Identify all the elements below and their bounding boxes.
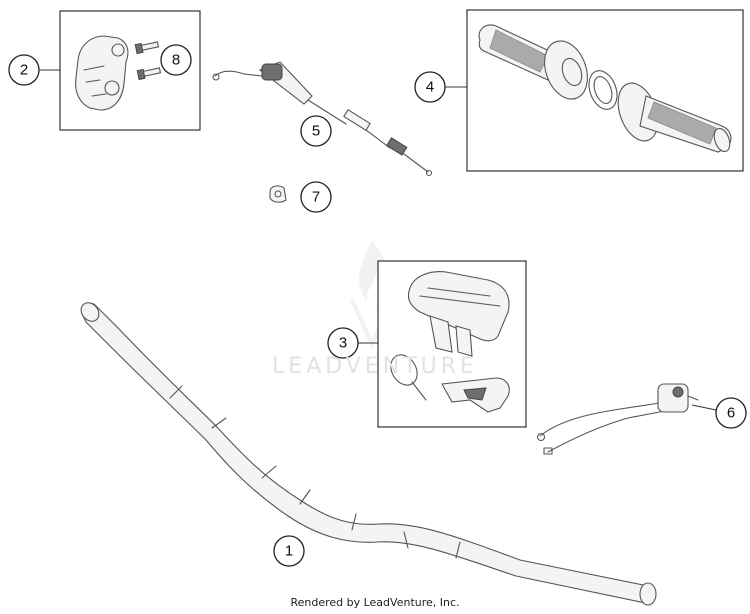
rendered-by-credit: Rendered by LeadVenture, Inc. bbox=[290, 596, 460, 609]
grip-right-part[interactable] bbox=[611, 78, 733, 154]
grip-ring-part[interactable] bbox=[584, 67, 622, 113]
callout-5-label: 5 bbox=[312, 123, 320, 140]
callout-6-label: 6 bbox=[727, 405, 735, 422]
callout-8-label: 8 bbox=[172, 52, 180, 69]
bolt-pair-part[interactable] bbox=[134, 41, 162, 81]
cable-clip-part[interactable] bbox=[269, 185, 287, 203]
handlebar-cover-part[interactable] bbox=[407, 271, 510, 357]
throttle-cable-part[interactable] bbox=[212, 61, 433, 177]
callout-4-label: 4 bbox=[426, 79, 434, 96]
cable-tie-part[interactable] bbox=[386, 350, 427, 401]
callout-7[interactable]: 7 bbox=[300, 181, 332, 213]
watermark-text: LEADVENTURE bbox=[272, 354, 478, 379]
grip-left-part[interactable] bbox=[478, 24, 595, 105]
callout-3[interactable]: 3 bbox=[327, 327, 359, 359]
handlebar-part[interactable] bbox=[77, 299, 657, 606]
switch-housing-part[interactable] bbox=[75, 35, 129, 111]
callout-8[interactable]: 8 bbox=[160, 44, 192, 76]
callout-4[interactable]: 4 bbox=[414, 71, 446, 103]
callout-7-label: 7 bbox=[312, 189, 320, 206]
callout-2[interactable]: 2 bbox=[8, 54, 40, 86]
callout-6[interactable]: 6 bbox=[715, 397, 747, 429]
kill-switch-part[interactable] bbox=[536, 383, 699, 455]
leader-6 bbox=[691, 404, 717, 411]
callout-3-label: 3 bbox=[339, 335, 347, 352]
mount-bracket-part[interactable] bbox=[441, 377, 510, 413]
callout-5[interactable]: 5 bbox=[300, 115, 332, 147]
callout-1[interactable]: 1 bbox=[273, 535, 305, 567]
callout-1-label: 1 bbox=[285, 543, 293, 560]
callout-2-label: 2 bbox=[20, 62, 28, 79]
